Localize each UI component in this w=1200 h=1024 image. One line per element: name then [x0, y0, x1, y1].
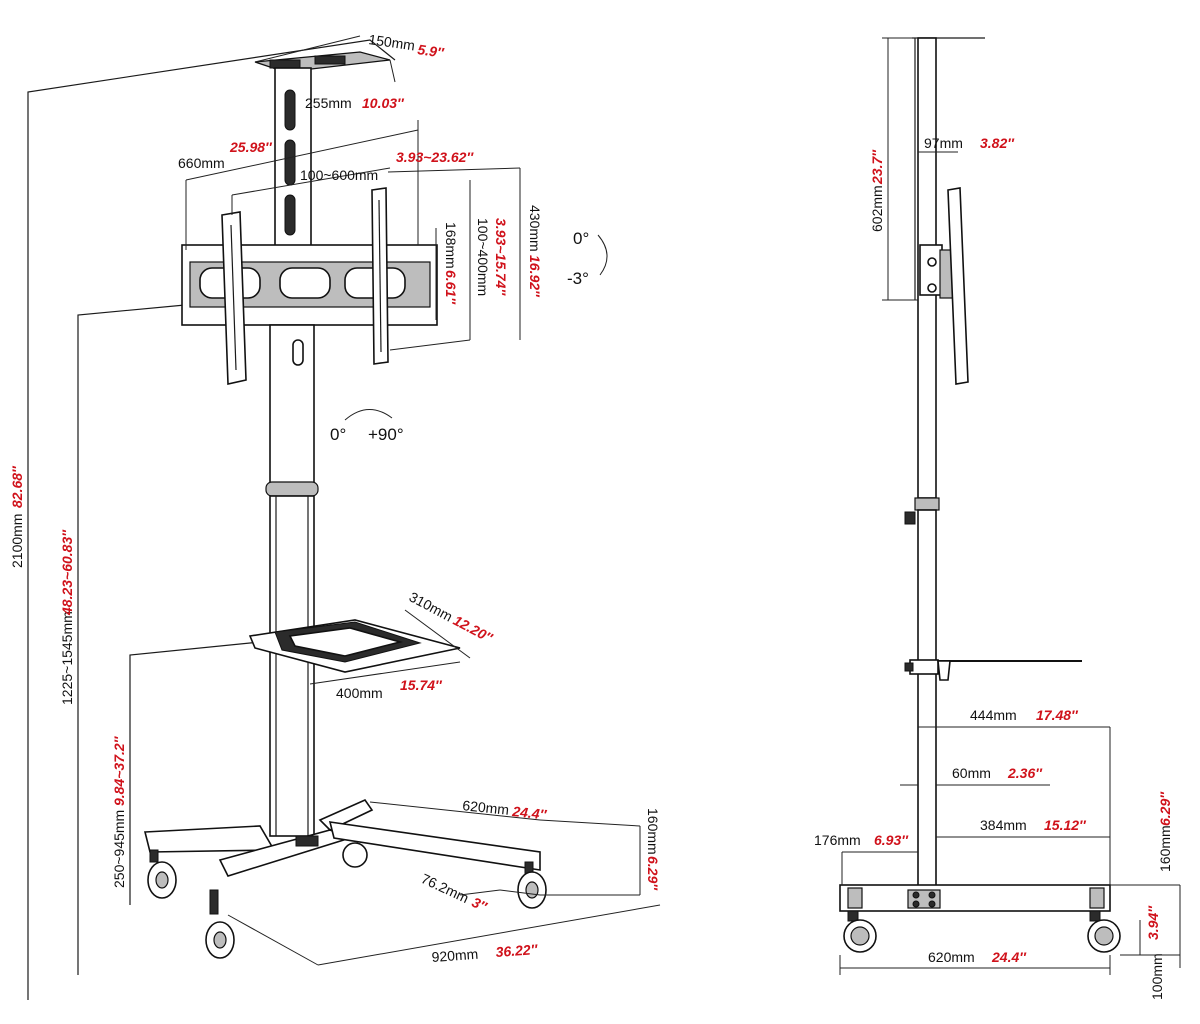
- svg-text:-3°: -3°: [567, 269, 589, 288]
- svg-text:97mm: 97mm: [924, 135, 963, 151]
- lower-pole: [269, 495, 315, 837]
- svg-text:5.9″: 5.9″: [417, 41, 446, 61]
- shelf: [248, 619, 461, 673]
- svg-text:15.74″: 15.74″: [400, 677, 443, 693]
- svg-text:100~600mm: 100~600mm: [300, 167, 378, 183]
- svg-text:310mm: 310mm: [407, 589, 456, 625]
- svg-text:2.36″: 2.36″: [1007, 765, 1043, 781]
- wall-outline-low: [129, 641, 261, 905]
- svg-text:10.03″: 10.03″: [362, 95, 405, 111]
- svg-text:16.92″: 16.92″: [527, 255, 543, 298]
- svg-text:17.48″: 17.48″: [1036, 707, 1079, 723]
- side-dimension-lines: [839, 37, 1181, 975]
- svg-text:9.84~37.2″: 9.84~37.2″: [111, 735, 127, 806]
- svg-text:444mm: 444mm: [970, 707, 1017, 723]
- base: [143, 799, 541, 877]
- svg-text:100mm: 100mm: [1149, 953, 1165, 1000]
- wall-outline-mid: [77, 304, 186, 975]
- svg-text:620mm: 620mm: [462, 797, 510, 818]
- svg-text:24.4″: 24.4″: [511, 803, 549, 823]
- svg-text:60mm: 60mm: [952, 765, 991, 781]
- front-dimension-lines: [185, 120, 661, 966]
- svg-text:12.20″: 12.20″: [451, 612, 497, 646]
- height-collar: [265, 481, 319, 497]
- svg-text:6.29″: 6.29″: [1157, 791, 1173, 826]
- svg-text:255mm: 255mm: [305, 95, 352, 111]
- svg-text:160mm: 160mm: [1157, 825, 1173, 872]
- svg-text:168mm: 168mm: [443, 222, 459, 269]
- svg-text:100~400mm: 100~400mm: [475, 218, 491, 296]
- side-view: 602mm 23.7″ 97mm 3.82″ 444mm 17.48″ 60mm…: [814, 37, 1181, 1000]
- svg-text:36.22″: 36.22″: [495, 941, 539, 960]
- svg-text:3.94″: 3.94″: [1145, 905, 1161, 940]
- svg-text:6.29″: 6.29″: [645, 856, 661, 891]
- svg-text:3.93~15.74″: 3.93~15.74″: [493, 218, 509, 296]
- svg-text:6.61″: 6.61″: [443, 270, 459, 305]
- svg-text:3.93~23.62″: 3.93~23.62″: [396, 149, 474, 165]
- svg-text:1225~1545mm: 1225~1545mm: [59, 611, 75, 705]
- svg-text:0°: 0°: [573, 229, 589, 248]
- main-pole: [269, 324, 315, 491]
- svg-text:82.68″: 82.68″: [9, 465, 25, 508]
- svg-text:602mm: 602mm: [869, 185, 885, 232]
- rotate-arrow: [344, 409, 393, 421]
- side-base: [839, 884, 1121, 953]
- front-view: 150mm 5.9″ 255mm 10.03″ 660mm 25.98″ 100…: [9, 31, 661, 1000]
- caster-wheels: [147, 842, 547, 959]
- svg-text:48.23~60.83″: 48.23~60.83″: [59, 529, 75, 616]
- svg-text:25.98″: 25.98″: [229, 139, 273, 155]
- svg-text:6.93″: 6.93″: [874, 832, 909, 848]
- svg-text:160mm: 160mm: [645, 808, 661, 855]
- svg-text:430mm: 430mm: [527, 205, 543, 252]
- svg-text:+90°: +90°: [368, 425, 404, 444]
- svg-text:620mm: 620mm: [928, 949, 975, 965]
- svg-text:2100mm: 2100mm: [9, 514, 25, 568]
- side-shelf: [904, 659, 1082, 681]
- tilt-arrow: [597, 234, 608, 276]
- svg-text:400mm: 400mm: [336, 685, 383, 701]
- svg-text:3″: 3″: [469, 894, 490, 915]
- svg-text:920mm: 920mm: [431, 946, 479, 965]
- tv-bracket: [181, 187, 438, 385]
- svg-text:250~945mm: 250~945mm: [111, 810, 127, 888]
- side-tv-mount: [919, 187, 969, 385]
- svg-text:3.82″: 3.82″: [980, 135, 1015, 151]
- svg-text:0°: 0°: [330, 425, 346, 444]
- svg-text:150mm: 150mm: [368, 31, 416, 53]
- svg-text:23.7″: 23.7″: [869, 149, 885, 185]
- svg-text:384mm: 384mm: [980, 817, 1027, 833]
- wall-outline-top: [27, 39, 396, 1000]
- svg-text:24.4″: 24.4″: [991, 949, 1027, 965]
- svg-text:660mm: 660mm: [178, 155, 225, 171]
- svg-text:76.2mm: 76.2mm: [419, 870, 472, 906]
- svg-text:15.12″: 15.12″: [1044, 817, 1087, 833]
- svg-text:176mm: 176mm: [814, 832, 861, 848]
